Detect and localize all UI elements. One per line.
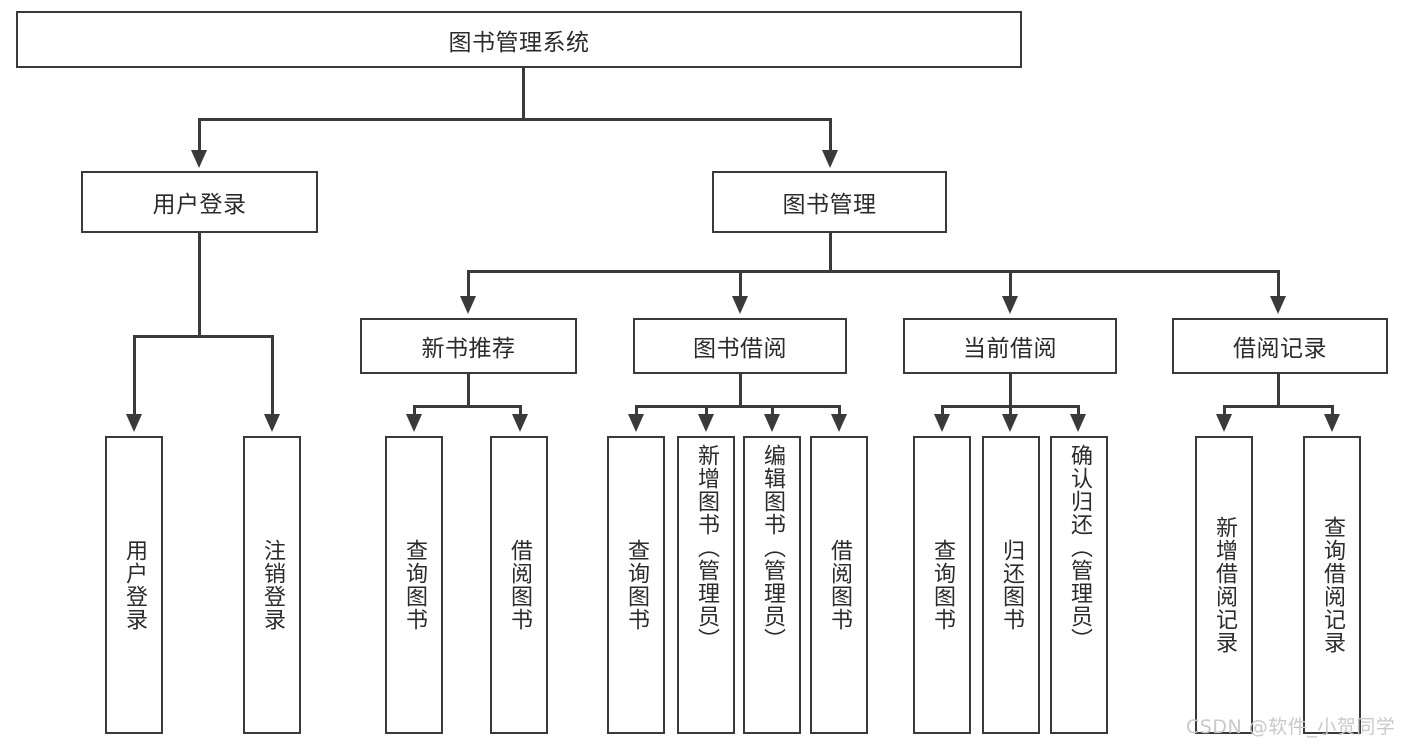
leaf-logout[interactable]: 注销登录 [243, 436, 301, 734]
leaf-cb-query-book[interactable]: 查询图书 [913, 436, 971, 734]
csdn-watermark: CSDN @软件_小贺同学 [1186, 716, 1396, 738]
edge-book-borrow-bar [635, 405, 839, 408]
leaf-bb-query-book[interactable]: 查询图书 [607, 436, 665, 734]
leaf-label: 新增借阅记录 [1211, 516, 1237, 654]
edge-drop-borrow-record [1277, 270, 1280, 300]
node-label: 图书借阅 [693, 336, 787, 362]
edge-drop-cb-return [1009, 405, 1012, 418]
node-user-login[interactable]: 用户登录 [81, 171, 318, 233]
edge-drop-cb-confirm [1077, 405, 1080, 418]
edge-user-login-stem [198, 233, 201, 335]
edge-drop-book-manage [829, 118, 832, 154]
edge-level1-bar [198, 118, 832, 121]
edge-borrow-record-bar [1223, 405, 1333, 408]
arrowhead-nb-query [406, 414, 422, 432]
leaf-label: 借阅图书 [506, 539, 532, 631]
edge-current-borrow-stem [1009, 374, 1012, 405]
leaf-label: 查询借阅记录 [1319, 516, 1345, 654]
edge-drop-bb-add [705, 405, 708, 418]
edge-drop-leaf-user-login [133, 335, 136, 418]
arrowhead-cb-return [1002, 414, 1018, 432]
leaf-label: 注销登录 [259, 539, 285, 631]
edge-drop-bb-query [635, 405, 638, 418]
edge-drop-bb-edit [771, 405, 774, 418]
leaf-nb-borrow-book[interactable]: 借阅图书 [490, 436, 548, 734]
node-current-borrow[interactable]: 当前借阅 [903, 318, 1117, 374]
arrowhead-current-borrow [1002, 296, 1018, 314]
leaf-label: 编辑图书（管理员） [759, 444, 785, 651]
arrowhead-bb-edit [764, 414, 780, 432]
edge-drop-br-query [1331, 405, 1334, 418]
leaf-label: 查询图书 [401, 539, 427, 631]
node-root-system[interactable]: 图书管理系统 [16, 11, 1022, 68]
edge-book-manage-stem [829, 233, 832, 270]
leaf-bb-add-book-admin[interactable]: 新增图书（管理员） [677, 436, 735, 734]
edge-drop-nb-query [413, 405, 416, 418]
edge-book-borrow-stem [739, 374, 742, 405]
arrowhead-bb-query [628, 414, 644, 432]
leaf-br-add-record[interactable]: 新增借阅记录 [1195, 436, 1253, 734]
arrowhead-bb-borrow [831, 414, 847, 432]
edge-user-login-bar [133, 335, 271, 338]
edge-drop-user-login [198, 118, 201, 154]
leaf-label: 用户登录 [121, 539, 147, 631]
edge-drop-current-borrow [1009, 270, 1012, 300]
node-new-book-recommend[interactable]: 新书推荐 [360, 318, 577, 374]
edge-drop-nb-borrow [519, 405, 522, 418]
edge-level2-bar [467, 270, 1279, 273]
arrowhead-bb-add [698, 414, 714, 432]
node-label: 图书管理系统 [448, 29, 590, 56]
arrowhead-book-borrow [732, 296, 748, 314]
node-label: 用户登录 [152, 192, 247, 218]
arrowhead-cb-confirm [1070, 414, 1086, 432]
node-label: 图书管理 [782, 192, 877, 218]
arrowhead-nb-borrow [512, 414, 528, 432]
leaf-label: 借阅图书 [826, 539, 852, 631]
leaf-bb-edit-book-admin[interactable]: 编辑图书（管理员） [743, 436, 801, 734]
leaf-label: 确认归还（管理员） [1066, 444, 1092, 651]
leaf-cb-return-book[interactable]: 归还图书 [982, 436, 1040, 734]
node-book-management[interactable]: 图书管理 [712, 171, 947, 233]
edge-root-stem [522, 68, 525, 118]
edge-drop-leaf-logout [271, 335, 274, 418]
node-label: 借阅记录 [1233, 336, 1327, 362]
leaf-br-query-record[interactable]: 查询借阅记录 [1303, 436, 1361, 734]
edge-drop-br-add [1223, 405, 1226, 418]
arrowhead-cb-query [934, 414, 950, 432]
leaf-nb-query-book[interactable]: 查询图书 [385, 436, 443, 734]
leaf-label: 查询图书 [929, 539, 955, 631]
arrowhead-book-manage [822, 150, 838, 168]
leaf-label: 新增图书（管理员） [693, 444, 719, 651]
edge-new-book-stem [467, 374, 470, 405]
leaf-bb-borrow-book[interactable]: 借阅图书 [810, 436, 868, 734]
leaf-cb-confirm-return-admin[interactable]: 确认归还（管理员） [1050, 436, 1108, 734]
edge-new-book-bar [413, 405, 521, 408]
edge-drop-book-borrow [739, 270, 742, 300]
leaf-label: 归还图书 [998, 539, 1024, 631]
arrowhead-new-book [460, 296, 476, 314]
arrowhead-user-login [191, 150, 207, 168]
arrowhead-leaf-logout [264, 414, 280, 432]
leaf-label: 查询图书 [623, 539, 649, 631]
node-borrow-record[interactable]: 借阅记录 [1172, 318, 1388, 374]
node-book-borrow[interactable]: 图书借阅 [633, 318, 847, 374]
edge-drop-bb-borrow [838, 405, 841, 418]
arrowhead-br-add [1216, 414, 1232, 432]
arrowhead-borrow-record [1270, 296, 1286, 314]
edge-borrow-record-stem [1277, 374, 1280, 405]
arrowhead-br-query [1324, 414, 1340, 432]
edge-drop-new-book [467, 270, 470, 300]
arrowhead-leaf-user-login [126, 414, 142, 432]
node-label: 新书推荐 [421, 336, 516, 362]
edge-drop-cb-query [941, 405, 944, 418]
node-label: 当前借阅 [963, 336, 1057, 362]
leaf-user-login[interactable]: 用户登录 [105, 436, 163, 734]
